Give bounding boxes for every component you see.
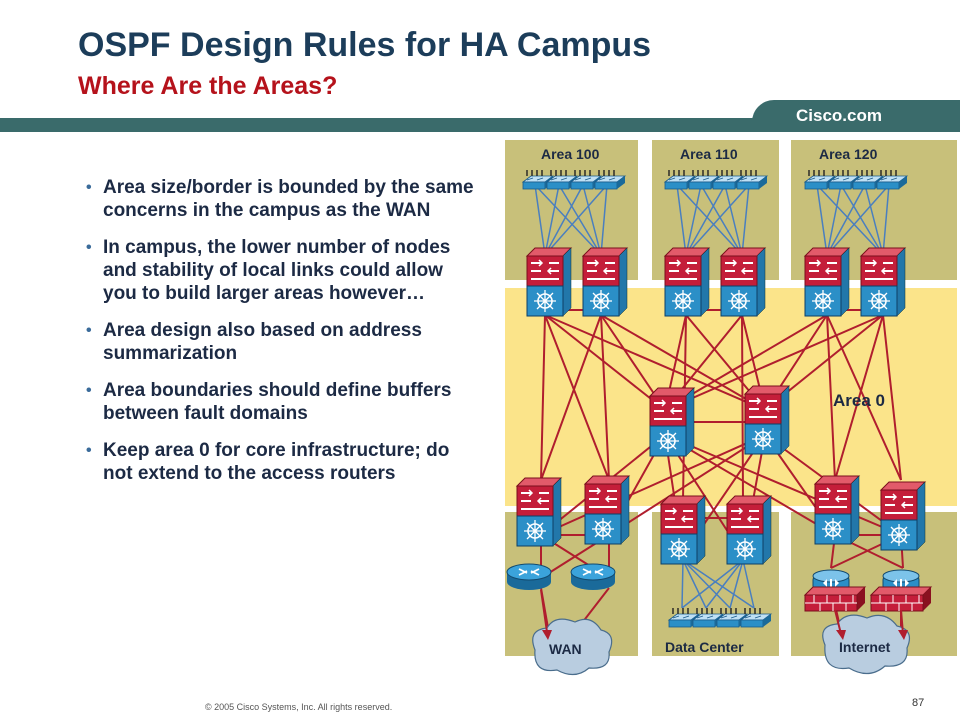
internet-distribution-switch — [814, 475, 860, 545]
network-diagram: Area 100 Area 110 Area 120 Area 0 WAN Da… — [505, 140, 957, 676]
wan-router — [506, 563, 552, 591]
distribution-switch — [860, 247, 906, 317]
internet-distribution-switch — [880, 481, 926, 551]
distribution-switch — [804, 247, 850, 317]
wan-router — [570, 563, 616, 591]
datacenter-switch — [726, 495, 772, 565]
area-0-label: Area 0 — [833, 391, 885, 410]
core-switch — [649, 387, 695, 457]
slide-subtitle: Where Are the Areas? — [78, 72, 338, 100]
datacenter-label: Data Center — [665, 639, 744, 655]
wan-cloud-icon — [532, 618, 613, 676]
distribution-switch — [720, 247, 766, 317]
bullet-item: Area boundaries should define buffers be… — [76, 379, 476, 425]
distribution-switch — [582, 247, 628, 317]
area-0-region — [505, 288, 957, 506]
area-120-label: Area 120 — [819, 146, 878, 162]
distribution-switch — [526, 247, 572, 317]
bullet-item: Area design also based on address summar… — [76, 319, 476, 365]
area-100-label: Area 100 — [541, 146, 600, 162]
distribution-switch — [664, 247, 710, 317]
firewall-icon — [870, 586, 932, 612]
header-band — [0, 118, 960, 132]
wan-distribution-switch — [584, 475, 630, 545]
bullet-item: Area size/border is bounded by the same … — [76, 176, 476, 222]
brand-label: Cisco.com — [796, 106, 882, 125]
bullet-item: In campus, the lower number of nodes and… — [76, 236, 476, 305]
datacenter-switch — [660, 495, 706, 565]
firewall-icon — [804, 586, 866, 612]
area-110-label: Area 110 — [680, 146, 738, 162]
bullet-item: Keep area 0 for core infrastructure; do … — [76, 439, 476, 485]
wan-label: WAN — [549, 641, 582, 657]
core-switch — [744, 385, 790, 455]
copyright-notice: © 2005 Cisco Systems, Inc. All rights re… — [205, 702, 393, 712]
slide-title: OSPF Design Rules for HA Campus — [78, 26, 652, 64]
internet-label: Internet — [839, 639, 891, 655]
access-links — [534, 184, 890, 609]
bullet-list: Area size/border is bounded by the same … — [76, 176, 476, 499]
wan-distribution-switch — [516, 477, 562, 547]
page-number: 87 — [912, 697, 925, 709]
